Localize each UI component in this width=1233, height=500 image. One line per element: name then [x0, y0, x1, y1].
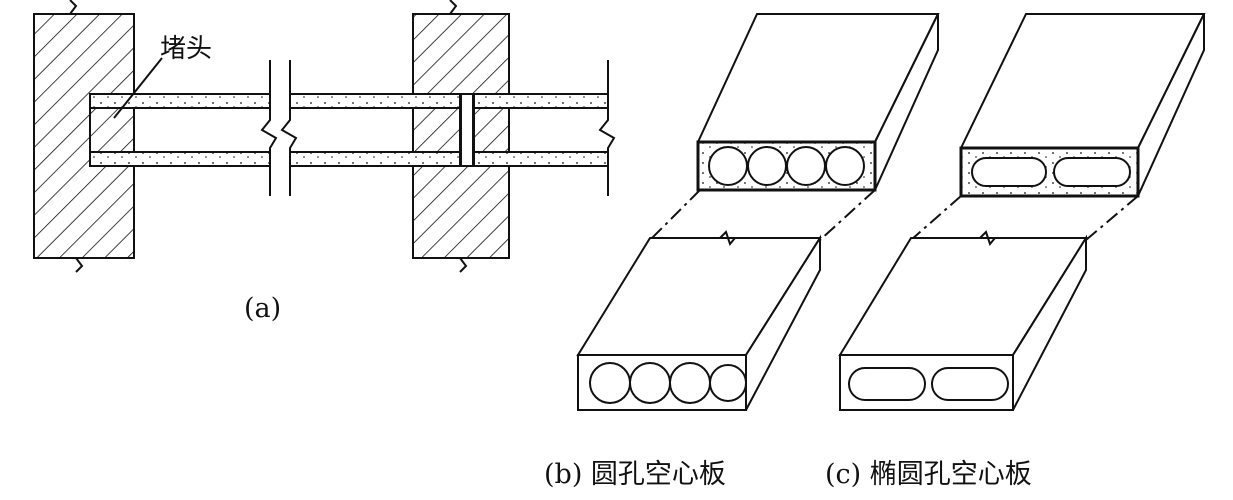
- slab-bottom-band-mid: [289, 151, 461, 167]
- slab-c-near-section: [839, 354, 1014, 411]
- oval-hole-near-1: [848, 367, 926, 401]
- diagram-c: [838, 13, 1206, 411]
- oval-hole-near-2: [931, 367, 1009, 401]
- slab-break-mark-right: [598, 60, 616, 196]
- slab-bottom-band-right: [473, 151, 609, 167]
- end-plug-right: [473, 107, 510, 153]
- end-plug-mid: [412, 107, 461, 153]
- round-holes-near: [589, 362, 747, 404]
- caption-a: (a): [244, 293, 282, 324]
- slab-top-band-mid: [289, 93, 461, 109]
- slab-joint: [460, 93, 474, 167]
- slab-top-band-left: [89, 93, 271, 109]
- end-plug-left: [89, 107, 135, 153]
- slab-top-band-right: [473, 93, 609, 109]
- right-wall-upper: [412, 13, 510, 95]
- oval-hole-far-1: [971, 157, 1047, 187]
- caption-c: (c) 椭圆孔空心板: [825, 459, 1032, 490]
- diagram-b: [576, 13, 940, 411]
- slab-bottom-band-left: [89, 151, 271, 167]
- oval-hole-far-2: [1053, 157, 1131, 187]
- end-plug-leader: [113, 57, 163, 119]
- slab-break-mark: [260, 60, 278, 196]
- caption-b: (b) 圆孔空心板: [544, 459, 726, 490]
- round-holes-far: [708, 146, 865, 186]
- right-wall-lower: [412, 165, 510, 259]
- end-plug-label: 堵头: [160, 34, 213, 64]
- diagram-a: [33, 0, 616, 273]
